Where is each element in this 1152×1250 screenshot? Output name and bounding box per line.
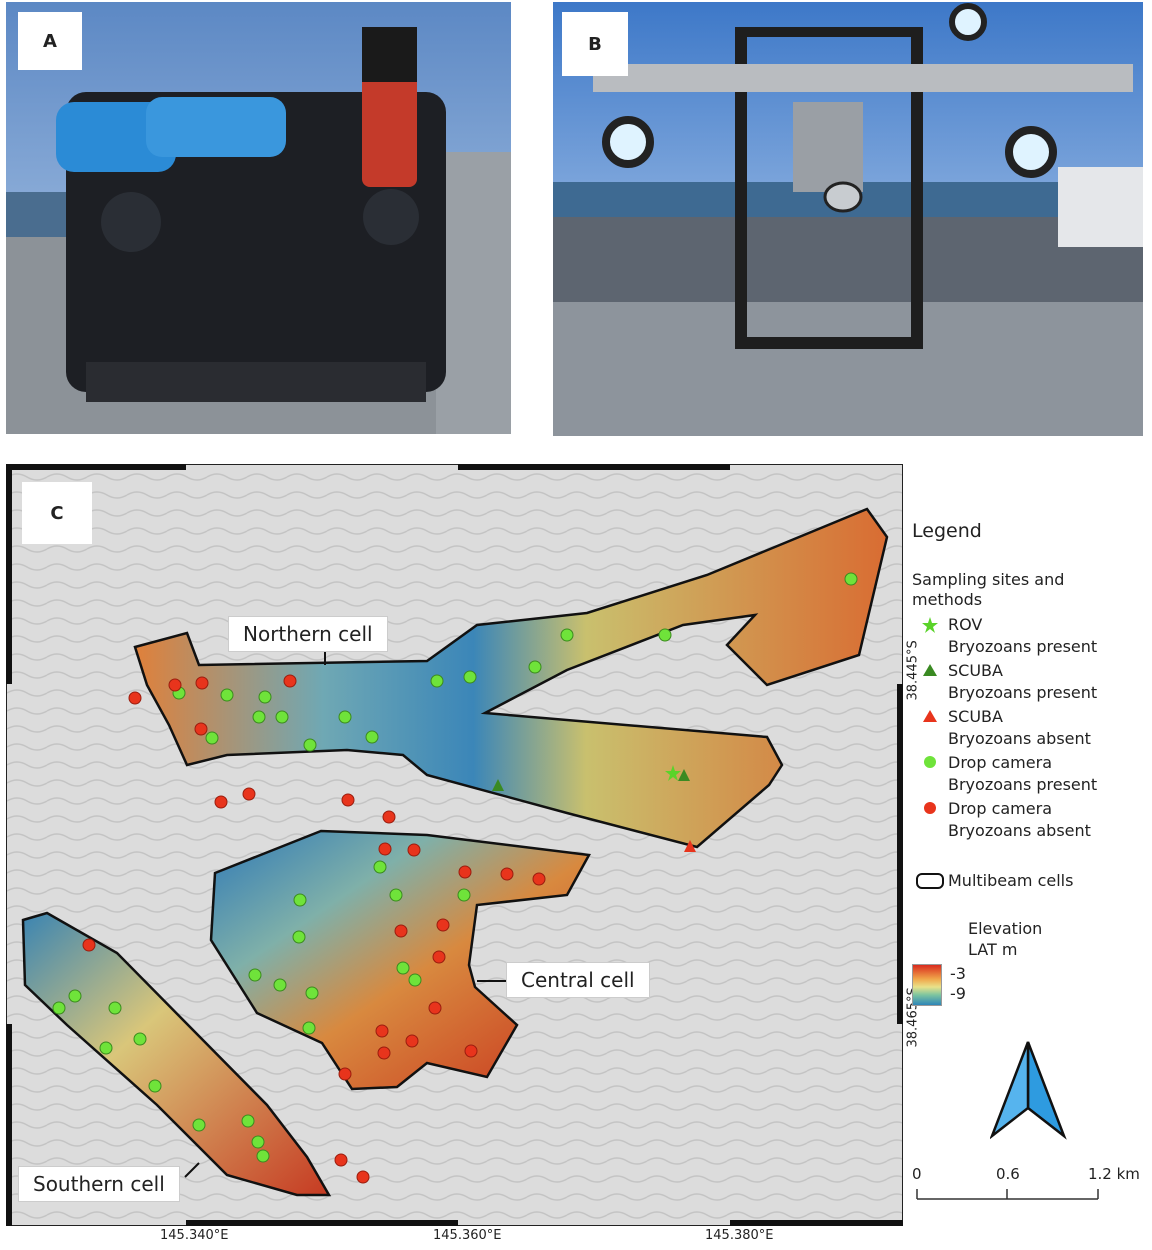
- legend-item-sublabel: Bryozoans present: [948, 637, 1098, 656]
- scale-tick-0: 0: [912, 1165, 922, 1183]
- photo-rov: [6, 2, 511, 434]
- drop-camera-present-points: [52, 572, 858, 1163]
- scale-tick-2: 1.2 km: [1088, 1165, 1140, 1183]
- scale-tick-1: 0.6: [996, 1165, 1020, 1183]
- legend: Legend Sampling sites and methods ROV Bry…: [912, 520, 1147, 1006]
- legend-item-label: Drop camera: [948, 799, 1052, 818]
- elevation-colorbar: -3 -9: [912, 964, 1147, 1006]
- legend-item-scuba-present: SCUBA Bryozoans present: [912, 660, 1147, 704]
- northern-cell-polygon: [133, 507, 889, 849]
- circle-icon: [924, 756, 936, 768]
- rounded-rect-icon: [916, 873, 944, 889]
- bathymetry-map: [7, 465, 902, 1225]
- triangle-icon: [923, 710, 937, 722]
- elevation-unit: LAT m: [968, 940, 1018, 959]
- legend-item-scuba-absent: SCUBA Bryozoans absent: [912, 706, 1147, 750]
- scuba-absent-marker: [684, 840, 696, 852]
- lon-label-3: 145.380°E: [705, 1228, 774, 1243]
- elevation-max: -3: [950, 964, 966, 983]
- legend-item-label: Drop camera: [948, 753, 1052, 772]
- panel-label-a: A: [18, 12, 82, 70]
- rov-illustration: [6, 2, 511, 434]
- southern-cell-label: Southern cell: [19, 1167, 179, 1201]
- legend-item-sublabel: Bryozoans present: [948, 775, 1098, 794]
- legend-item-label: SCUBA: [948, 661, 1003, 680]
- scale-bar-line: [916, 1189, 1099, 1200]
- scuba-present-marker: [678, 769, 690, 781]
- panel-label-b: B: [562, 12, 628, 76]
- elevation-title: Elevation: [968, 919, 1043, 938]
- legend-item-label: ROV: [948, 615, 983, 634]
- lon-label-2: 145.360°E: [433, 1228, 502, 1243]
- legend-multibeam-label: Multibeam cells: [948, 871, 1074, 890]
- rov-present-marker: [665, 765, 681, 781]
- triangle-icon: [923, 664, 937, 676]
- circle-icon: [924, 802, 936, 814]
- legend-item-sublabel: Bryozoans present: [948, 683, 1098, 702]
- legend-item-multibeam: Multibeam cells: [912, 870, 1147, 892]
- star-icon: [922, 617, 938, 633]
- scale-bar: 0 0.6 1.2 km: [912, 1165, 1142, 1215]
- legend-subtitle: Sampling sites and methods: [912, 570, 1065, 609]
- central-cell-label: Central cell: [507, 963, 649, 997]
- northern-cell-label: Northern cell: [229, 617, 387, 651]
- map-frame: Northern cell Central cell Southern cell: [6, 464, 903, 1226]
- legend-elevation: Elevation LAT m: [968, 918, 1147, 960]
- legend-item-label: SCUBA: [948, 707, 1003, 726]
- north-arrow-icon: [990, 1041, 1067, 1140]
- elevation-min: -9: [950, 984, 966, 1003]
- photo-drop-camera: [553, 2, 1143, 436]
- scuba-present-marker: [492, 779, 504, 791]
- lon-label-1: 145.340°E: [160, 1228, 229, 1243]
- panel-label-c: C: [22, 482, 92, 544]
- legend-item-sublabel: Bryozoans absent: [948, 729, 1091, 748]
- legend-title: Legend: [912, 520, 982, 542]
- legend-item-rov-present: ROV Bryozoans present: [912, 614, 1147, 658]
- drop-camera-illustration: [553, 2, 1143, 436]
- legend-item-sublabel: Bryozoans absent: [948, 821, 1091, 840]
- drop-camera-absent-points: [82, 674, 546, 1184]
